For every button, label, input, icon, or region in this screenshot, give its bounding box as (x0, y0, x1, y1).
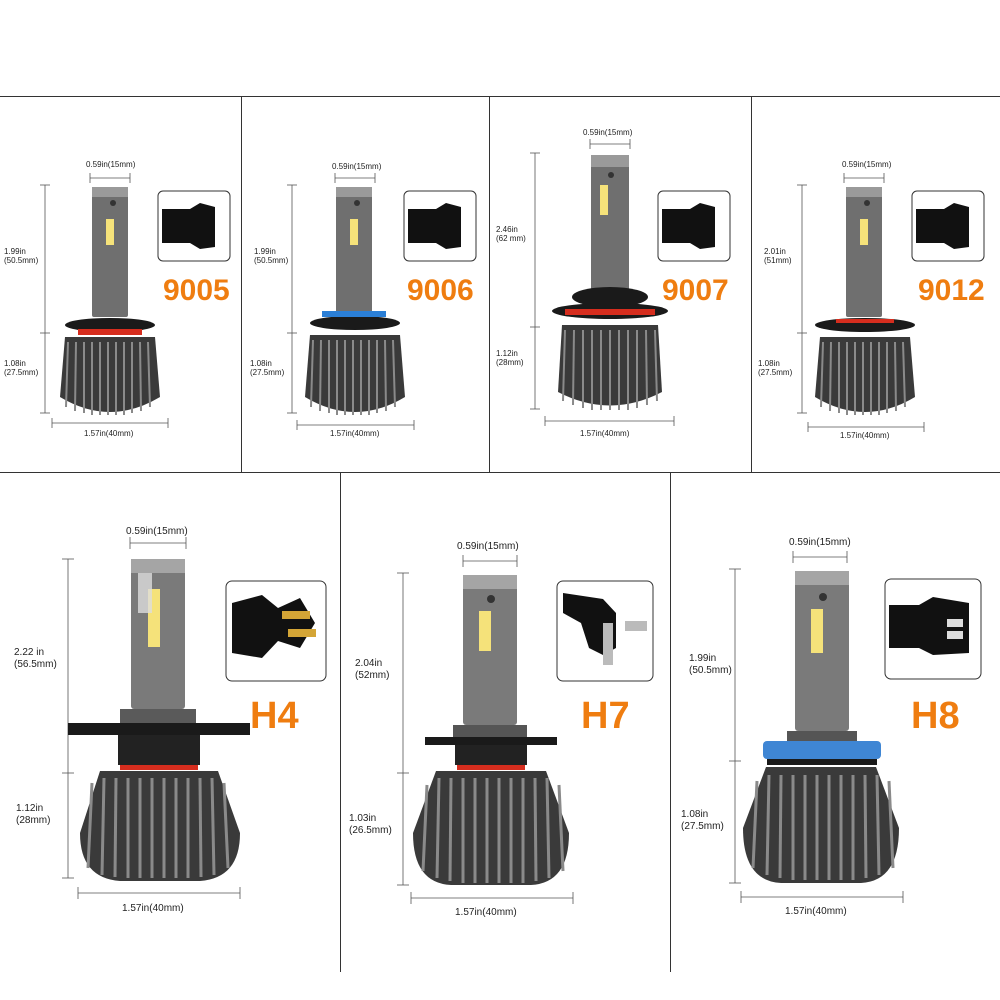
bulb-panel-9005: 0.59in(15mm) 1.99in (50.5mm) 1.08in (27.… (0, 97, 241, 472)
width-top-label: 0.59in(15mm) (126, 526, 188, 537)
width-top-label: 0.59in(15mm) (457, 541, 519, 552)
width-base-label: 1.57in(40mm) (580, 429, 630, 438)
height-upper-label: 2.22 in (56.5mm) (14, 647, 57, 670)
height-upper-label: 1.99in (50.5mm) (4, 247, 39, 266)
grid-line-top (0, 96, 1000, 97)
width-base-label: 1.57in(40mm) (785, 906, 847, 917)
bulb-panel-h8: 0.59in(15mm) 1.99in (50.5mm) 1.08in (27.… (671, 473, 1000, 973)
width-top-label: 0.59in(15mm) (583, 128, 633, 137)
width-top-label: 0.59in(15mm) (842, 160, 892, 169)
height-upper-label: 2.01in (51mm) (764, 247, 792, 266)
height-upper-label: 2.04in (52mm) (355, 658, 390, 681)
width-base-label: 1.57in(40mm) (84, 429, 134, 438)
width-base-label: 1.57in(40mm) (455, 907, 517, 918)
model-label: 9012 (918, 274, 985, 307)
height-lower-label: 1.08in (27.5mm) (250, 359, 285, 378)
bulb-h8-icon (729, 551, 982, 903)
model-label: H7 (581, 695, 630, 737)
height-lower-label: 1.12in (28mm) (496, 349, 524, 368)
grid-line-middle (0, 472, 1000, 473)
width-top-label: 0.59in(15mm) (86, 160, 136, 169)
bulb-panel-9006: 0.59in(15mm) 1.99in (50.5mm) 1.08in (27.… (242, 97, 489, 472)
grid-line-v1 (241, 96, 242, 472)
model-label: H8 (911, 695, 960, 737)
height-upper-label: 1.99in (50.5mm) (254, 247, 289, 266)
height-lower-label: 1.08in (27.5mm) (4, 359, 39, 378)
bulb-panel-h7: 0.59in(15mm) 2.04in (52mm) 1.03in (26.5m… (341, 473, 670, 973)
grid-line-v2 (489, 96, 490, 472)
model-label: 9007 (662, 274, 729, 307)
height-lower-label: 1.12in (28mm) (16, 803, 51, 826)
bulb-9007-icon (530, 139, 731, 426)
grid-line-v5 (670, 472, 671, 972)
bulb-panel-h4: 0.59in(15mm) 2.22 in (56.5mm) 1.12in (28… (0, 473, 340, 973)
height-lower-label: 1.08in (27.5mm) (681, 809, 724, 832)
height-upper-label: 1.99in (50.5mm) (689, 653, 732, 676)
grid-line-v3 (751, 96, 752, 472)
width-base-label: 1.57in(40mm) (122, 903, 184, 914)
bulb-9006-icon (287, 173, 477, 430)
bulb-h4-icon (62, 537, 327, 899)
model-label: 9006 (407, 274, 474, 307)
height-lower-label: 1.08in (27.5mm) (758, 359, 793, 378)
width-base-label: 1.57in(40mm) (330, 429, 380, 438)
width-base-label: 1.57in(40mm) (840, 431, 890, 440)
model-label: H4 (250, 695, 299, 737)
width-top-label: 0.59in(15mm) (789, 537, 851, 548)
grid-line-v4 (340, 472, 341, 972)
model-label: 9005 (163, 274, 230, 307)
height-lower-label: 1.03in (26.5mm) (349, 813, 392, 836)
width-top-label: 0.59in(15mm) (332, 162, 382, 171)
bulb-h7-icon (397, 555, 654, 904)
bulb-panel-9012: 0.59in(15mm) 2.01in (51mm) 1.08in (27.5m… (752, 97, 1000, 472)
bulb-9005-icon (40, 173, 231, 428)
bulb-9012-icon (797, 173, 985, 432)
bulb-panel-9007: 0.59in(15mm) 2.46in (62 mm) 1.12in (28mm… (490, 97, 751, 472)
height-upper-label: 2.46in (62 mm) (496, 225, 526, 244)
